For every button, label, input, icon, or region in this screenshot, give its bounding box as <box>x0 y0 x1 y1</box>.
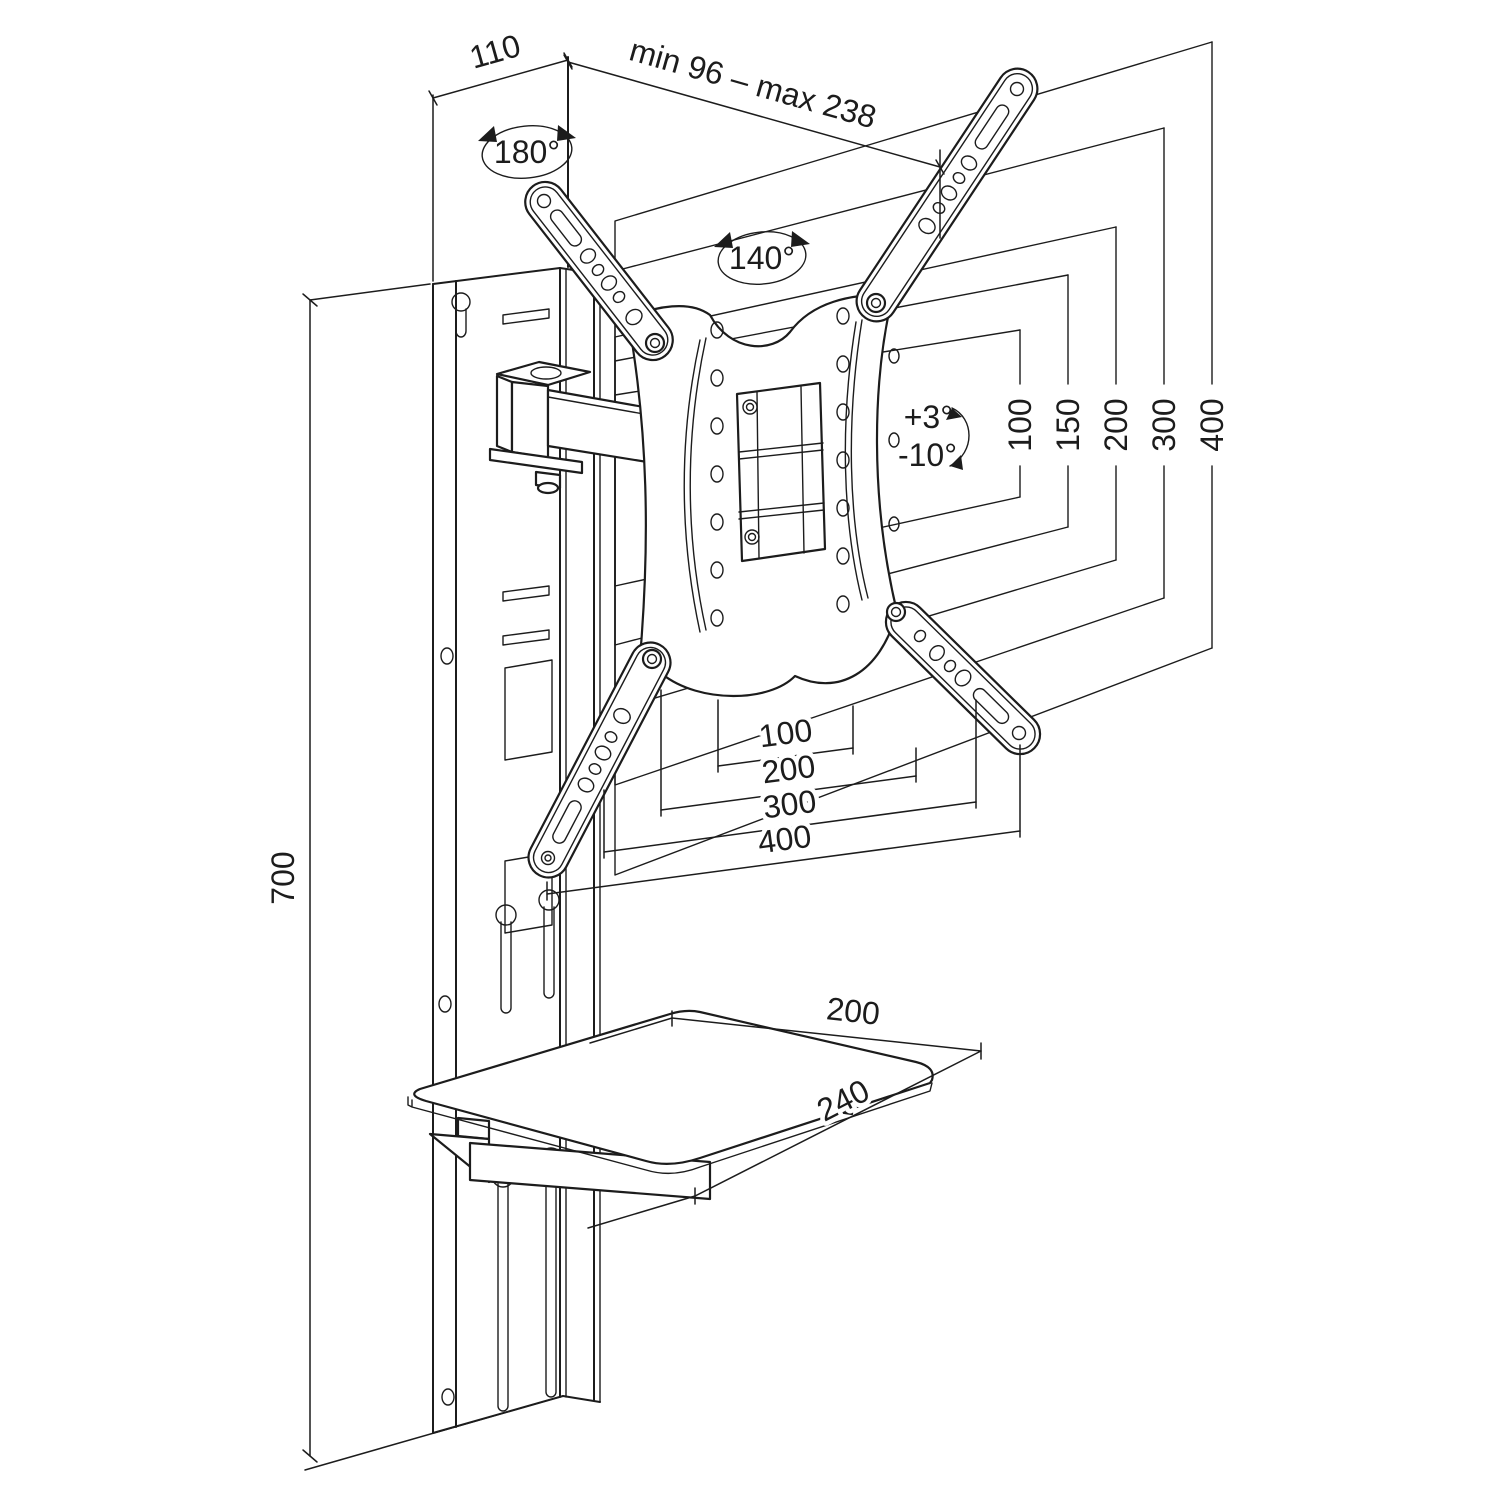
arm-pivot <box>885 601 907 623</box>
rotate-arrow-icon <box>478 126 497 142</box>
dim-vesa-vertical: 100 150 200 300 400 <box>1002 398 1230 451</box>
vesa-v-100: 100 <box>1002 398 1038 451</box>
rotate-arrow-icon <box>557 125 576 141</box>
tilt-down-label: -10° <box>898 437 957 473</box>
rail-flange-hole <box>438 995 452 1013</box>
vesa-h-300: 300 <box>761 783 819 826</box>
vesa-v-300: 300 <box>1146 398 1182 451</box>
swivel-180-annotation: 180° <box>478 125 576 179</box>
clamp-top-plate <box>495 360 592 387</box>
tilt-annotation: +3° -10° <box>893 395 970 478</box>
arm-pivot <box>865 292 887 314</box>
rail-adjust-slot <box>495 889 560 1014</box>
rail-height-label: 700 <box>265 851 301 904</box>
vesa-v-400: 400 <box>1194 398 1230 451</box>
vesa-h-400: 400 <box>756 818 814 861</box>
rotate-arrow-icon <box>714 232 733 248</box>
arm-pivot <box>641 648 663 670</box>
swivel-140-annotation: 140° <box>714 231 810 285</box>
tilt-arrow-icon <box>946 408 962 420</box>
rail-face-slot <box>502 629 550 646</box>
extension-arm-bottom-right <box>884 600 1042 756</box>
plate-curved-slot <box>683 339 701 633</box>
rail-face-slot <box>502 308 550 325</box>
clamp-bottom-plate <box>488 447 584 475</box>
rotate-arrow-icon <box>791 231 810 247</box>
shelf-assembly <box>407 1009 934 1201</box>
extension-arm-top-left <box>524 180 674 362</box>
rail-keyhole-slot <box>451 292 471 338</box>
clamp-body <box>510 380 550 460</box>
wall-depth-label: 110 <box>466 27 525 75</box>
shelf-depth-label: 200 <box>825 990 882 1031</box>
rail-face-slot <box>502 585 550 602</box>
extension-range-label: min 96 – max 238 <box>626 31 881 135</box>
extension-arm-bottom-left <box>527 641 672 879</box>
dim-extension-range: min 96 – max 238 <box>563 31 945 239</box>
extension-arm-top-right <box>855 67 1039 323</box>
tilt-up-label: +3° <box>904 399 953 435</box>
plate-holes <box>710 307 900 627</box>
clamp-bolt <box>534 470 562 495</box>
vesa-v-200: 200 <box>1098 398 1134 451</box>
dim-rail-height: 700 <box>265 283 564 1471</box>
vesa-plate <box>626 292 900 697</box>
arm-pivot <box>644 332 666 354</box>
rail-face-opening <box>504 659 553 761</box>
dim-vesa-horizontal: 100 200 300 400 <box>546 689 1021 901</box>
swivel-180-label: 180° <box>494 134 560 170</box>
rail-flange-hole <box>440 647 454 665</box>
rail-flange-hole <box>441 1388 455 1406</box>
shelf-glass <box>413 1009 934 1165</box>
tilt-bracket <box>735 381 827 563</box>
tilt-arrow-icon <box>950 455 963 470</box>
swivel-140-label: 140° <box>729 240 795 276</box>
vesa-v-150: 150 <box>1050 398 1086 451</box>
